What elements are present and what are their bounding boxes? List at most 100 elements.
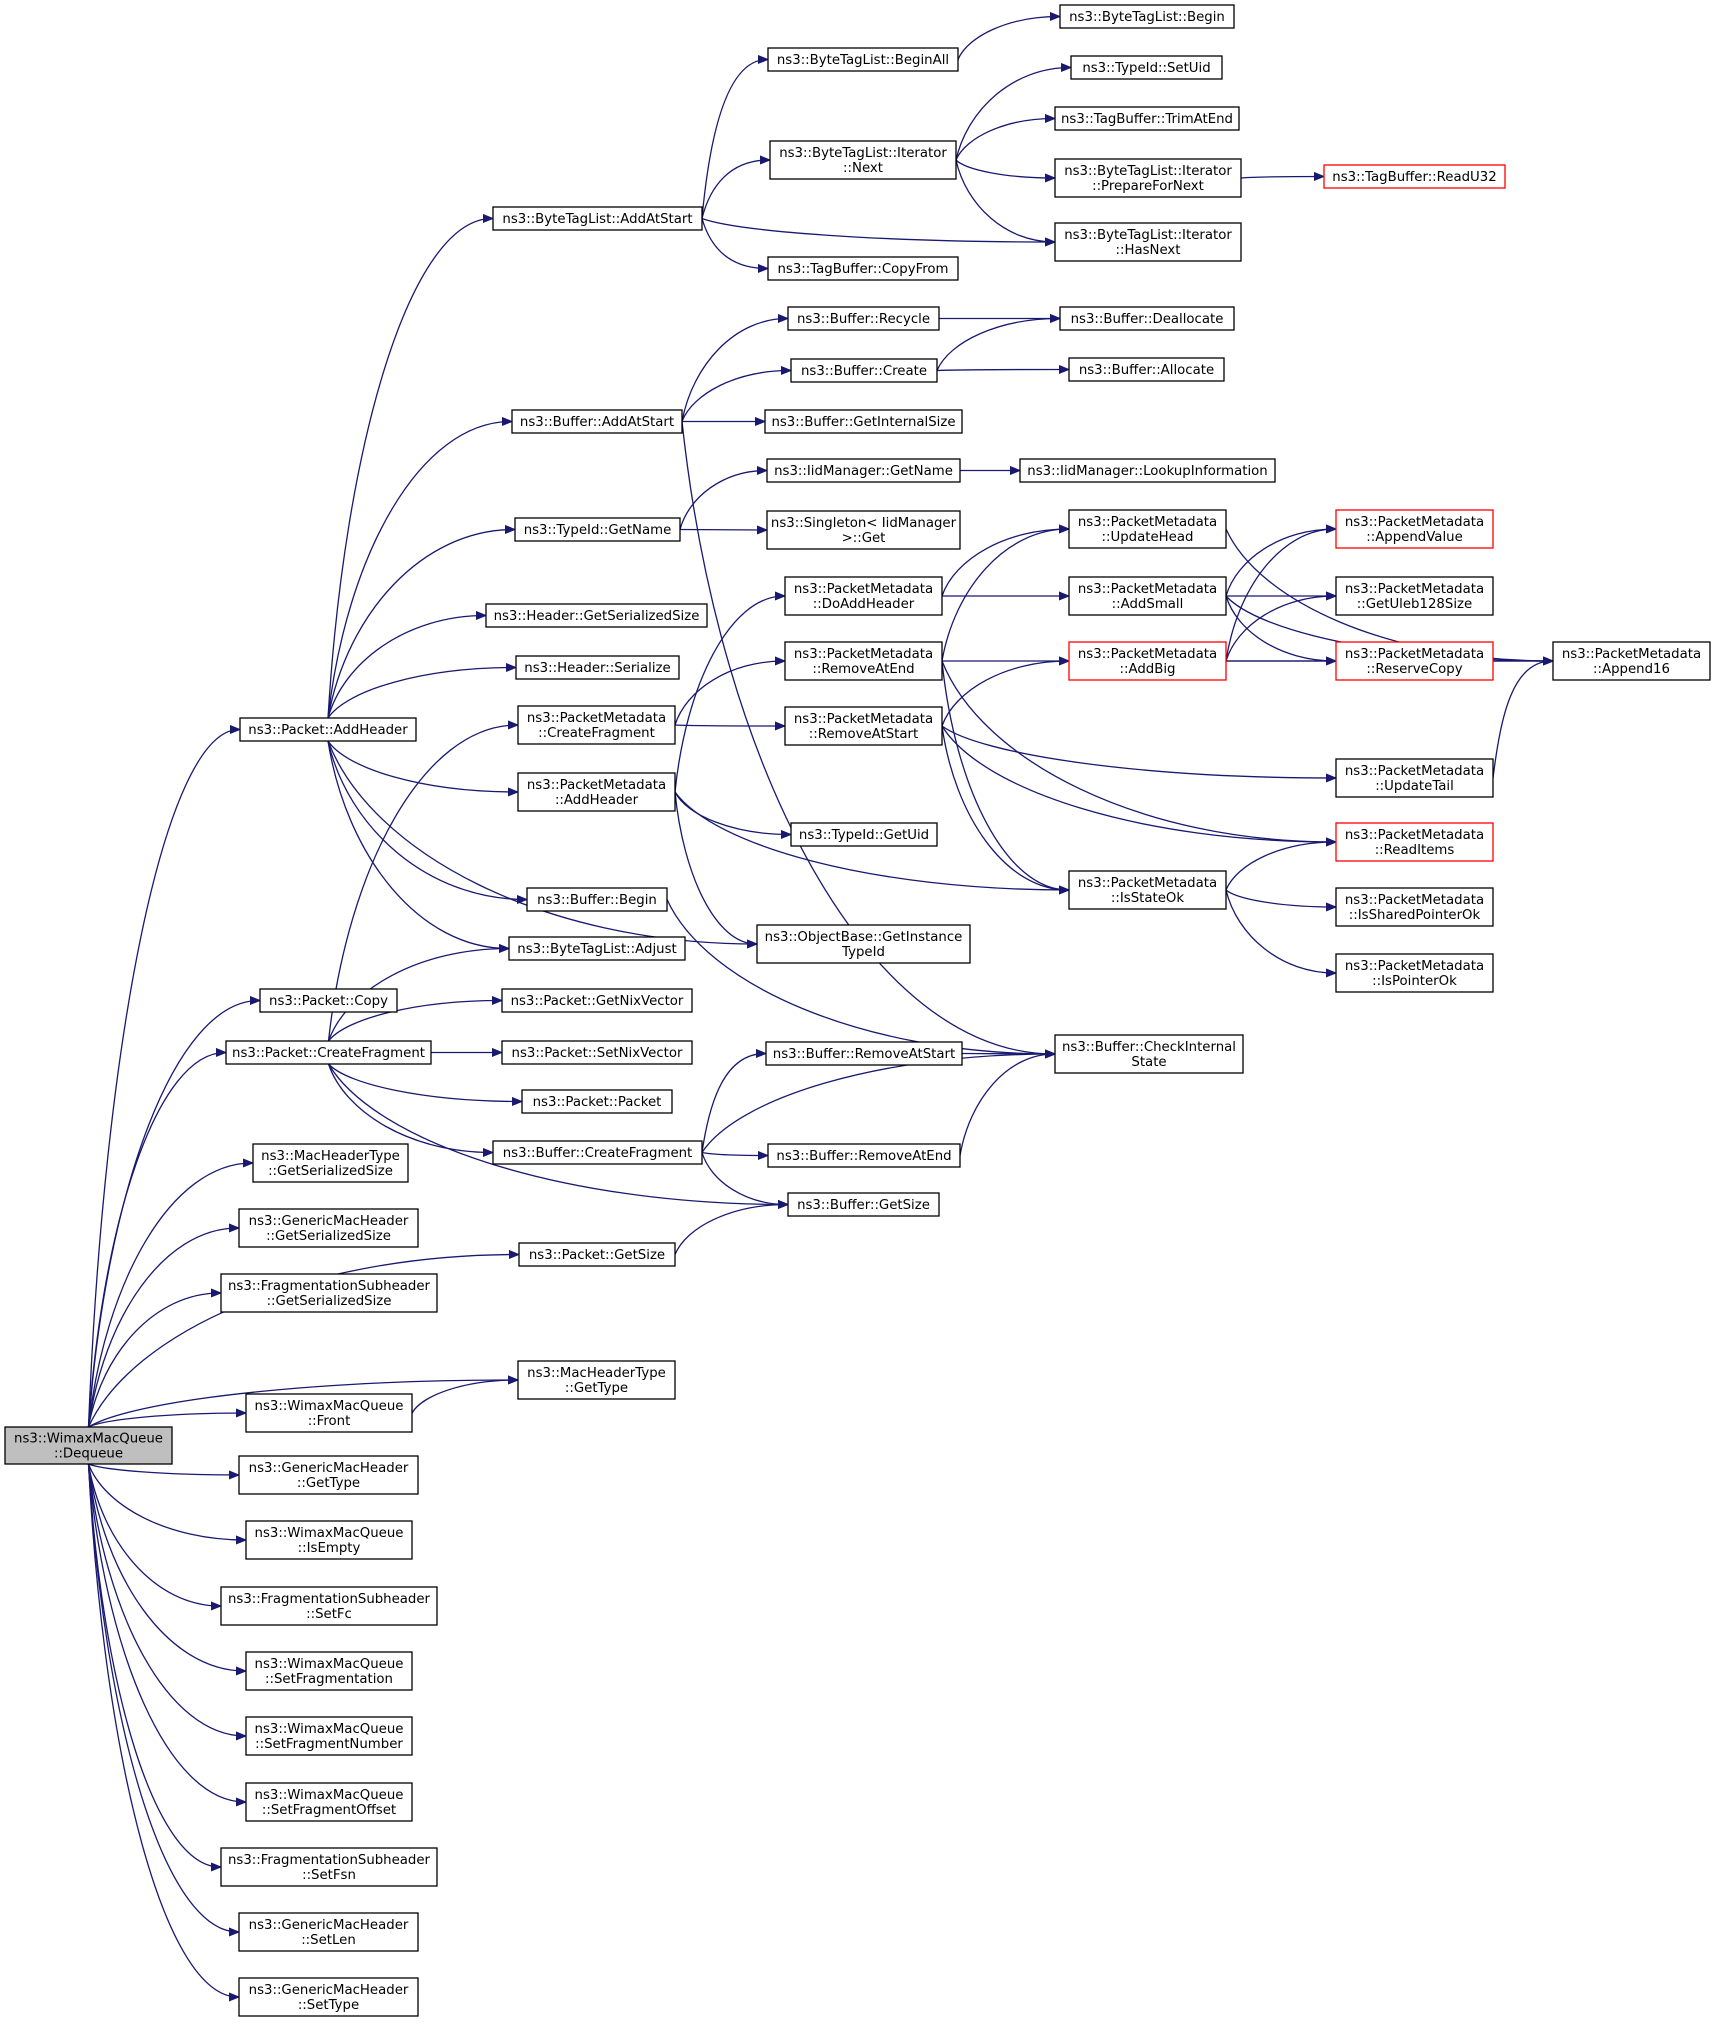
- node-mht-gettype[interactable]: ns3::MacHeaderType::GetType: [517, 1360, 676, 1400]
- node-label: TypeId: [841, 945, 885, 960]
- node-buf-recycle[interactable]: ns3::Buffer::Recycle: [787, 306, 940, 331]
- node-buf-allocate[interactable]: ns3::Buffer::Allocate: [1068, 357, 1225, 382]
- node-pm-addheader[interactable]: ns3::PacketMetadata::AddHeader: [517, 772, 676, 812]
- node-wmq-isempty[interactable]: ns3::WimaxMacQueue::IsEmpty: [245, 1520, 413, 1560]
- node-pcopy[interactable]: ns3::Packet::Copy: [259, 988, 398, 1013]
- node-iid-getname[interactable]: ns3::IidManager::GetName: [766, 458, 961, 483]
- node-typeid-getname[interactable]: ns3::TypeId::GetName: [514, 517, 681, 542]
- node-box: [245, 1716, 413, 1756]
- node-tb-readu32[interactable]: ns3::TagBuffer::ReadU32: [1323, 164, 1506, 189]
- node-buf-addatstart[interactable]: ns3::Buffer::AddAtStart: [511, 409, 683, 434]
- edge-buf_createfrag-to-buf_getsize: [701, 1152, 787, 1205]
- node-pm-ispointerok[interactable]: ns3::PacketMetadata::IsPointerOk: [1335, 953, 1494, 993]
- edge-btl_addatstart-to-btl_it_next: [701, 160, 769, 219]
- node-box: [1335, 953, 1494, 993]
- node-gmh-settype[interactable]: ns3::GenericMacHeader::SetType: [238, 1977, 419, 2017]
- node-box: [1068, 509, 1227, 549]
- node-wmq-setfragoff[interactable]: ns3::WimaxMacQueue::SetFragmentOffset: [245, 1782, 413, 1822]
- node-addheader[interactable]: ns3::Packet::AddHeader: [239, 717, 417, 742]
- node-btl-beginall[interactable]: ns3::ByteTagList::BeginAll: [767, 47, 959, 72]
- node-pm-updatehead[interactable]: ns3::PacketMetadata::UpdateHead: [1068, 509, 1227, 549]
- node-fs-setfsn[interactable]: ns3::FragmentationSubheader::SetFsn: [220, 1847, 438, 1887]
- node-btl-it-next[interactable]: ns3::ByteTagList::Iterator::Next: [769, 140, 957, 180]
- node-p-setnix[interactable]: ns3::Packet::SetNixVector: [501, 1040, 693, 1065]
- node-buf-getinternalsize[interactable]: ns3::Buffer::GetInternalSize: [764, 409, 963, 434]
- node-box: [4, 1426, 173, 1465]
- node-fs-gss[interactable]: ns3::FragmentationSubheader::GetSerializ…: [220, 1273, 438, 1313]
- node-label: ::Dequeue: [54, 1447, 123, 1462]
- edge-pm_isstateok-to-pm_issharedpointerok: [1225, 889, 1335, 907]
- edge-buf_addatstart-to-buf_recycle: [681, 319, 787, 422]
- node-hdr-gss[interactable]: ns3::Header::GetSerializedSize: [485, 603, 708, 628]
- node-box: [485, 603, 708, 628]
- node-buf-deallocate[interactable]: ns3::Buffer::Deallocate: [1059, 306, 1235, 331]
- node-box: [238, 1455, 419, 1495]
- node-buf-removeatstart[interactable]: ns3::Buffer::RemoveAtStart: [765, 1041, 963, 1066]
- node-pm-updatetail[interactable]: ns3::PacketMetadata::UpdateTail: [1335, 758, 1494, 798]
- node-pm-reservecopy[interactable]: ns3::PacketMetadata::ReserveCopy: [1335, 641, 1494, 681]
- node-pm-readitems[interactable]: ns3::PacketMetadata::ReadItems: [1335, 822, 1494, 862]
- edge-pm_addheader-to-pm_isstateok: [674, 791, 1068, 890]
- node-p-getnix[interactable]: ns3::Packet::GetNixVector: [501, 988, 693, 1013]
- node-iid-lookupinfo[interactable]: ns3::IidManager::LookupInformation: [1019, 458, 1276, 483]
- node-buf-begin[interactable]: ns3::Buffer::Begin: [526, 887, 668, 912]
- node-btl-adjust[interactable]: ns3::ByteTagList::Adjust: [508, 936, 686, 961]
- node-label: ns3::GenericMacHeader: [249, 1983, 409, 1998]
- node-box: [764, 409, 963, 434]
- edge-dequeue-to-gmh_settype: [87, 1463, 239, 1997]
- node-btl-it-hasnext[interactable]: ns3::ByteTagList::Iterator::HasNext: [1054, 222, 1242, 262]
- node-label: ns3::ByteTagList::AddAtStart: [502, 212, 692, 227]
- node-label: ns3::TypeId::SetUid: [1082, 61, 1210, 76]
- node-tb-copyfrom[interactable]: ns3::TagBuffer::CopyFrom: [767, 256, 959, 281]
- node-btl-begin[interactable]: ns3::ByteTagList::Begin: [1059, 4, 1235, 29]
- node-pm-issharedpointerok[interactable]: ns3::PacketMetadata::IsSharedPointerOk: [1335, 887, 1494, 927]
- node-buf-create[interactable]: ns3::Buffer::Create: [790, 358, 938, 383]
- node-buf-createfrag[interactable]: ns3::Buffer::CreateFragment: [492, 1140, 703, 1165]
- node-pm-addsmall[interactable]: ns3::PacketMetadata::AddSmall: [1068, 576, 1227, 616]
- node-pm-createfrag[interactable]: ns3::PacketMetadata::CreateFragment: [517, 705, 676, 745]
- node-pm-appendvalue[interactable]: ns3::PacketMetadata::AppendValue: [1335, 509, 1494, 549]
- node-pm-append16[interactable]: ns3::PacketMetadata::Append16: [1552, 641, 1711, 681]
- node-pm-addbig[interactable]: ns3::PacketMetadata::AddBig: [1068, 641, 1227, 681]
- node-singleton-get[interactable]: ns3::Singleton< IidManager>::Get: [766, 510, 961, 550]
- node-box: [245, 1520, 413, 1560]
- node-gmh-gss[interactable]: ns3::GenericMacHeader::GetSerializedSize: [238, 1208, 419, 1248]
- edge-dequeue-to-gmh_setlen: [87, 1463, 239, 1932]
- node-pm-removeatstart[interactable]: ns3::PacketMetadata::RemoveAtStart: [784, 706, 943, 746]
- node-pm-isstateok[interactable]: ns3::PacketMetadata::IsStateOk: [1068, 870, 1227, 910]
- node-mht-gss[interactable]: ns3::MacHeaderType::GetSerializedSize: [252, 1143, 409, 1183]
- node-dequeue[interactable]: ns3::WimaxMacQueue::Dequeue: [4, 1426, 173, 1465]
- node-buf-removeatend[interactable]: ns3::Buffer::RemoveAtEnd: [767, 1143, 961, 1168]
- node-gmh-gettype[interactable]: ns3::GenericMacHeader::GetType: [238, 1455, 419, 1495]
- node-btl-addatstart[interactable]: ns3::ByteTagList::AddAtStart: [492, 206, 703, 231]
- node-typeid-setuid[interactable]: ns3::TypeId::SetUid: [1070, 55, 1223, 80]
- node-wmq-front[interactable]: ns3::WimaxMacQueue::Front: [245, 1393, 413, 1433]
- node-box: [1068, 357, 1225, 382]
- node-layer: ns3::WimaxMacQueue::Dequeue ns3::Packet::…: [4, 4, 1711, 2017]
- node-box: [238, 1977, 419, 2017]
- node-tb-trimatend[interactable]: ns3::TagBuffer::TrimAtEnd: [1054, 106, 1240, 131]
- node-label: ::UpdateHead: [1102, 530, 1194, 545]
- node-label: ns3::Singleton< IidManager: [771, 516, 957, 531]
- node-btl-it-preparefornext[interactable]: ns3::ByteTagList::Iterator::PrepareForNe…: [1054, 158, 1242, 198]
- node-wmq-setfrag[interactable]: ns3::WimaxMacQueue::SetFragmentation: [245, 1651, 413, 1691]
- node-hdr-serialize[interactable]: ns3::Header::Serialize: [515, 655, 680, 680]
- node-label: ::SetType: [298, 1998, 359, 2013]
- edge-buf_removeatend-to-buf_checkinternalstate: [959, 1054, 1054, 1156]
- node-buf-getsize[interactable]: ns3::Buffer::GetSize: [787, 1192, 940, 1217]
- node-label: ns3::Buffer::GetInternalSize: [771, 415, 955, 430]
- node-pm-removeatend[interactable]: ns3::PacketMetadata::RemoveAtEnd: [784, 641, 943, 681]
- node-pm-doaddheader[interactable]: ns3::PacketMetadata::DoAddHeader: [784, 576, 943, 616]
- node-pm-getuleb128size[interactable]: ns3::PacketMetadata::GetUleb128Size: [1335, 576, 1494, 616]
- node-fs-setfc[interactable]: ns3::FragmentationSubheader::SetFc: [220, 1586, 438, 1626]
- node-p-packet[interactable]: ns3::Packet::Packet: [521, 1089, 673, 1114]
- node-gmh-setlen[interactable]: ns3::GenericMacHeader::SetLen: [238, 1912, 419, 1952]
- node-wmq-setfragnum[interactable]: ns3::WimaxMacQueue::SetFragmentNumber: [245, 1716, 413, 1756]
- edge-pm_addheader-to-ob_getinstancetypeid: [674, 791, 756, 944]
- node-p-getsize[interactable]: ns3::Packet::GetSize: [518, 1242, 676, 1267]
- node-pcreatefrag[interactable]: ns3::Packet::CreateFragment: [225, 1040, 432, 1065]
- node-label: ns3::PacketMetadata: [527, 711, 666, 726]
- node-typeid-getuid[interactable]: ns3::TypeId::GetUid: [790, 822, 938, 847]
